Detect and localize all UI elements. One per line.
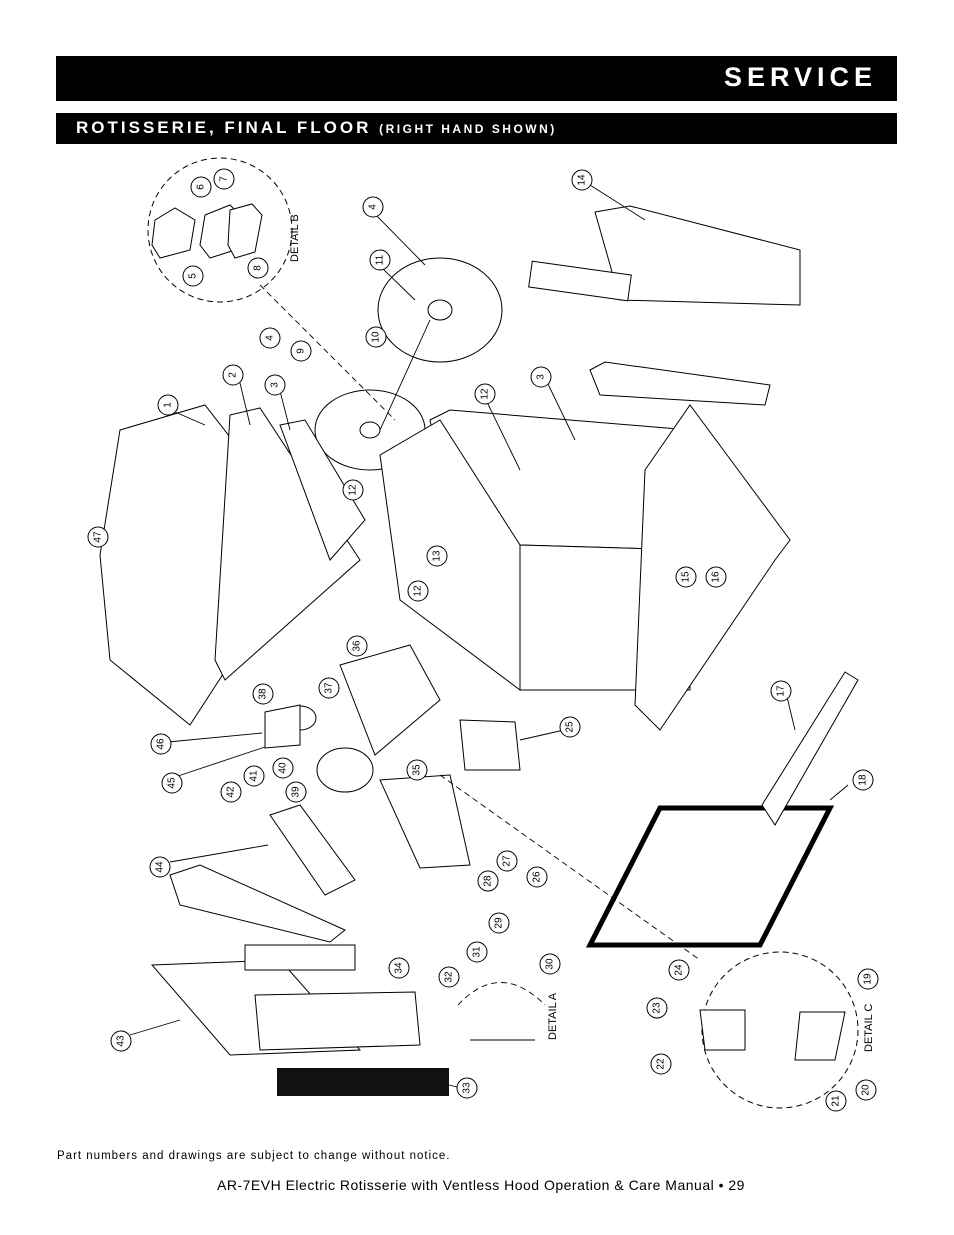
svg-text:38: 38 — [258, 688, 269, 700]
svg-text:12: 12 — [413, 585, 424, 597]
svg-text:20: 20 — [861, 1084, 872, 1096]
svg-text:29: 29 — [494, 917, 505, 929]
svg-text:21: 21 — [831, 1095, 842, 1107]
svg-text:26: 26 — [532, 871, 543, 883]
detail-c-label: DETAIL C — [863, 1004, 875, 1052]
control-front-panel — [254, 991, 421, 1051]
svg-text:10: 10 — [371, 331, 382, 343]
detail-c-bracket — [794, 1011, 846, 1061]
svg-text:1: 1 — [163, 402, 174, 408]
svg-text:19: 19 — [863, 973, 874, 985]
service-header-bar: SERVICE — [56, 56, 897, 101]
base-plate — [339, 644, 441, 756]
detail-b-parts — [151, 203, 263, 259]
svg-text:8: 8 — [253, 265, 264, 271]
svg-text:43: 43 — [116, 1035, 127, 1047]
control-overlay — [277, 1068, 449, 1096]
control-board — [459, 719, 521, 771]
svg-text:11: 11 — [375, 254, 386, 265]
svg-text:41: 41 — [249, 770, 260, 782]
svg-text:46: 46 — [156, 738, 167, 750]
svg-text:15: 15 — [681, 571, 692, 583]
svg-text:40: 40 — [278, 762, 289, 774]
svg-text:34: 34 — [394, 962, 405, 974]
page-footer: AR-7EVH Electric Rotisserie with Ventles… — [0, 1177, 954, 1193]
svg-text:30: 30 — [545, 958, 556, 970]
detail-b-label: DETAIL B — [289, 214, 301, 262]
svg-text:37: 37 — [324, 682, 335, 694]
svg-text:12: 12 — [348, 484, 359, 496]
door-frame — [585, 805, 835, 948]
svg-text:28: 28 — [483, 875, 494, 887]
control-housing — [169, 864, 346, 943]
side-panel-2 — [214, 407, 361, 681]
svg-text:9: 9 — [296, 348, 307, 354]
svg-text:44: 44 — [155, 861, 166, 873]
section-title: SERVICE — [723, 62, 877, 92]
subsection-title: ROTISSERIE, FINAL FLOOR (RIGHT HAND SHOW… — [76, 118, 557, 138]
svg-text:3: 3 — [536, 374, 547, 380]
leader-lines — [129, 184, 849, 1088]
svg-text:18: 18 — [858, 774, 869, 786]
svg-text:4: 4 — [368, 204, 379, 210]
svg-text:39: 39 — [291, 786, 302, 798]
svg-text:32: 32 — [444, 971, 455, 983]
svg-text:35: 35 — [412, 764, 423, 776]
back-rail — [528, 260, 632, 302]
svg-text:5: 5 — [188, 273, 199, 279]
control-cover — [269, 804, 356, 896]
svg-text:22: 22 — [656, 1058, 667, 1070]
svg-text:42: 42 — [226, 786, 237, 798]
svg-text:23: 23 — [652, 1002, 663, 1014]
terminal-block — [244, 944, 356, 971]
svg-text:27: 27 — [502, 855, 513, 867]
top-rail — [589, 361, 771, 406]
svg-text:3: 3 — [270, 382, 281, 388]
subsection-title-note: (RIGHT HAND SHOWN) — [379, 122, 557, 136]
svg-text:24: 24 — [674, 964, 685, 976]
svg-text:45: 45 — [167, 777, 178, 789]
detail-a-arc — [457, 982, 546, 1006]
svg-text:14: 14 — [577, 174, 588, 186]
fan-wheel-4 — [377, 257, 503, 363]
svg-text:33: 33 — [462, 1082, 473, 1094]
blower-assembly — [264, 704, 374, 793]
svg-text:2: 2 — [228, 372, 239, 378]
subsection-header-bar: ROTISSERIE, FINAL FLOOR (RIGHT HAND SHOW… — [56, 113, 897, 144]
svg-text:31: 31 — [472, 946, 483, 958]
side-panel-3 — [279, 419, 366, 561]
svg-text:7: 7 — [219, 176, 230, 182]
subsection-title-main: ROTISSERIE, FINAL FLOOR — [76, 118, 372, 137]
svg-text:17: 17 — [776, 685, 787, 697]
svg-text:36: 36 — [352, 640, 363, 652]
door-rail — [761, 671, 859, 826]
svg-text:16: 16 — [711, 571, 722, 583]
change-notice: Part numbers and drawings are subject to… — [57, 1150, 451, 1162]
detail-b-circle — [147, 157, 293, 303]
electrical-panel — [379, 774, 471, 869]
detail-c-bracket-left — [699, 1009, 746, 1051]
svg-text:12: 12 — [480, 388, 491, 400]
detail-a-label: DETAIL A — [547, 992, 559, 1040]
svg-text:4: 4 — [265, 335, 276, 341]
svg-text:13: 13 — [432, 550, 443, 562]
svg-text:25: 25 — [565, 721, 576, 733]
footer-text: AR-7EVH Electric Rotisserie with Ventles… — [217, 1177, 745, 1193]
svg-text:47: 47 — [93, 531, 104, 543]
callouts: 1 2 3 3 4 4 5 6 7 8 9 10 11 12 12 12 13 … — [87, 168, 879, 1112]
svg-text:6: 6 — [196, 184, 207, 190]
